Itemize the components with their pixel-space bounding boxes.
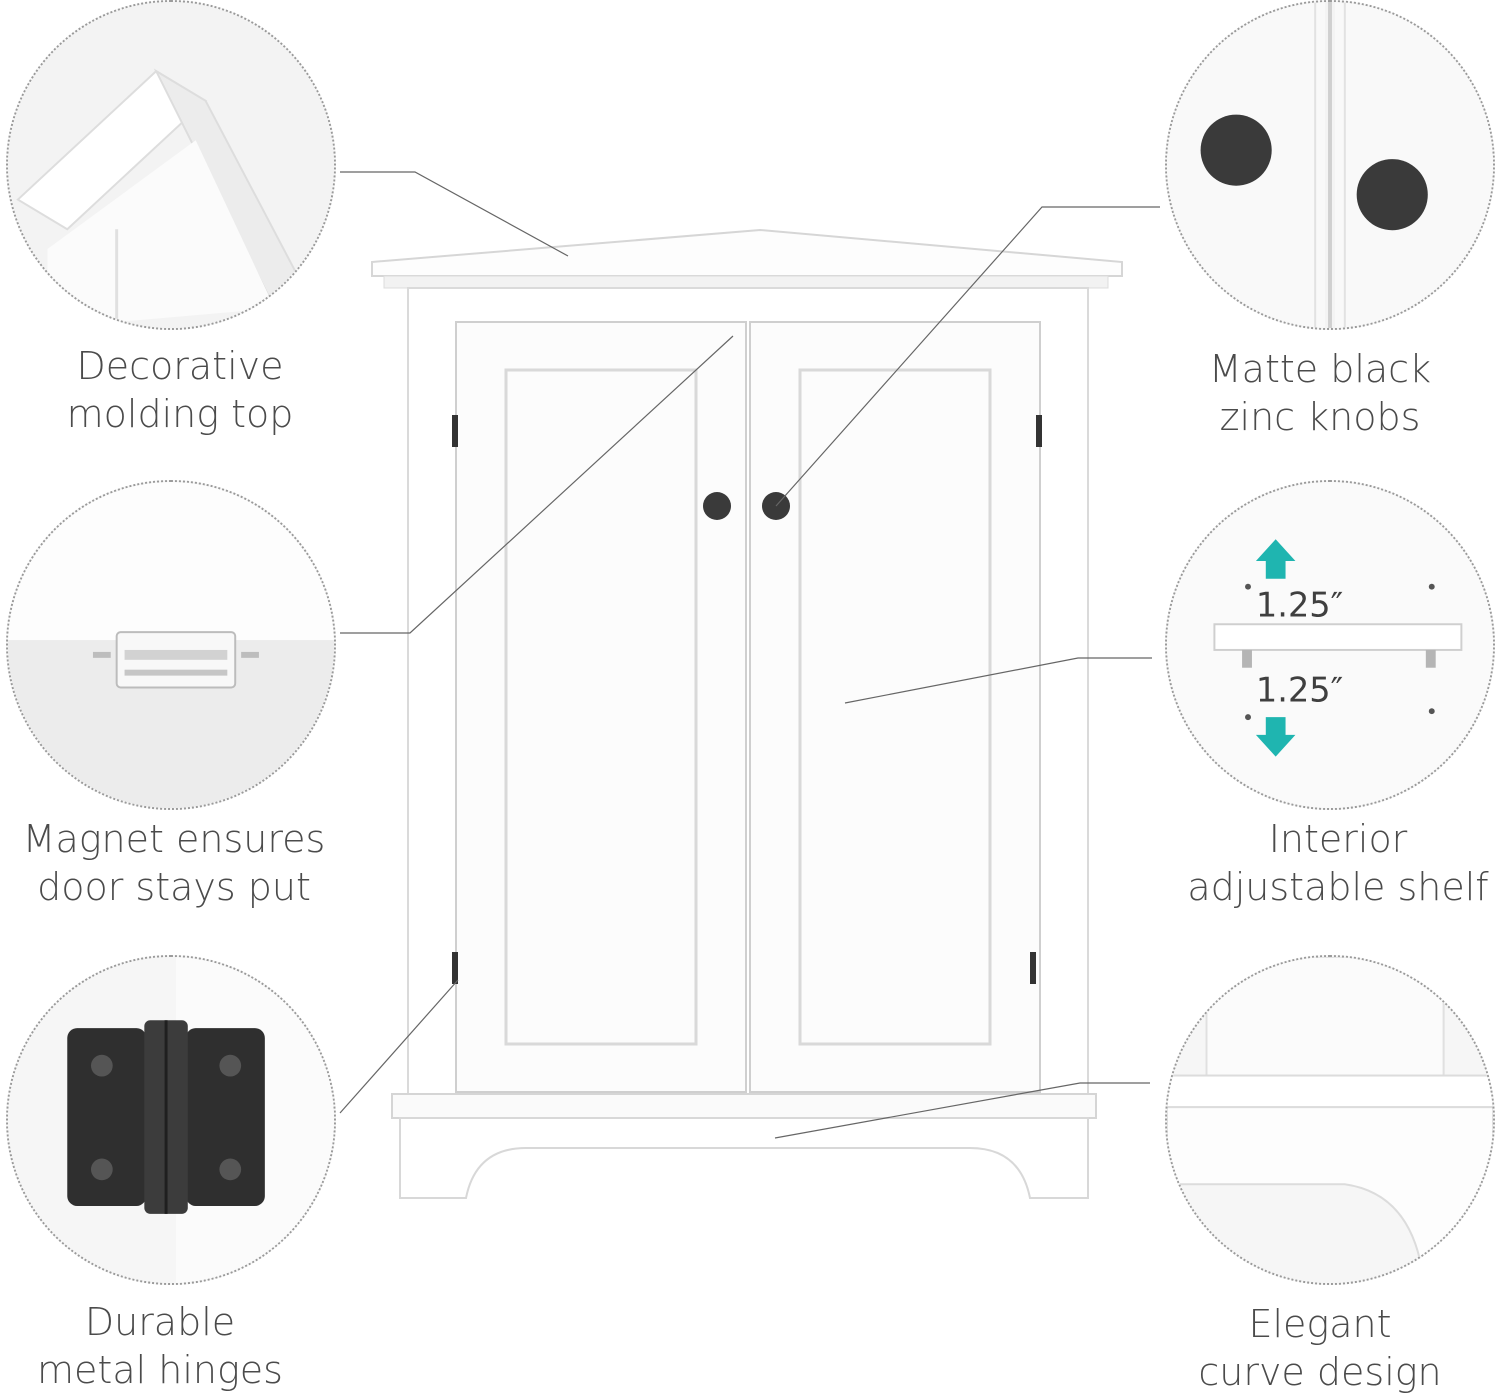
magnet-detail-image bbox=[8, 482, 334, 808]
magnet-caption: Magnet ensures door stays put bbox=[22, 817, 326, 909]
knob-icon bbox=[1356, 159, 1428, 231]
molding-detail-circle bbox=[6, 0, 336, 330]
arrow-up-icon bbox=[1255, 539, 1296, 579]
shelf-caption: Interior adjustable shelf bbox=[1187, 817, 1489, 909]
hinges-caption: Durable metal hinges bbox=[37, 1300, 283, 1392]
shelf-spacing-lower: 1.25″ bbox=[1256, 670, 1343, 709]
hinge-detail-image bbox=[8, 957, 334, 1283]
knob-icon bbox=[1200, 114, 1272, 186]
magnet-detail-circle bbox=[6, 480, 336, 810]
shelf-detail-circle: 1.25″ 1.25″ bbox=[1165, 480, 1495, 810]
shelf-detail-image: 1.25″ 1.25″ bbox=[1167, 482, 1493, 808]
left-knob bbox=[703, 492, 731, 520]
right-knob bbox=[762, 492, 790, 520]
shelf-spacing-upper: 1.25″ bbox=[1256, 585, 1343, 624]
molding-caption: Decorative molding top bbox=[66, 344, 294, 436]
knobs-detail-image bbox=[1167, 2, 1493, 328]
knobs-caption: Matte black zinc knobs bbox=[1208, 347, 1432, 439]
curve-caption: Elegant curve design bbox=[1198, 1302, 1442, 1394]
curve-detail-circle bbox=[1165, 955, 1495, 1285]
knobs-detail-circle bbox=[1165, 0, 1495, 330]
molding-detail-image bbox=[8, 2, 334, 328]
hinges-detail-circle bbox=[6, 955, 336, 1285]
arrow-down-icon bbox=[1255, 717, 1296, 757]
curve-detail-image bbox=[1167, 957, 1493, 1283]
